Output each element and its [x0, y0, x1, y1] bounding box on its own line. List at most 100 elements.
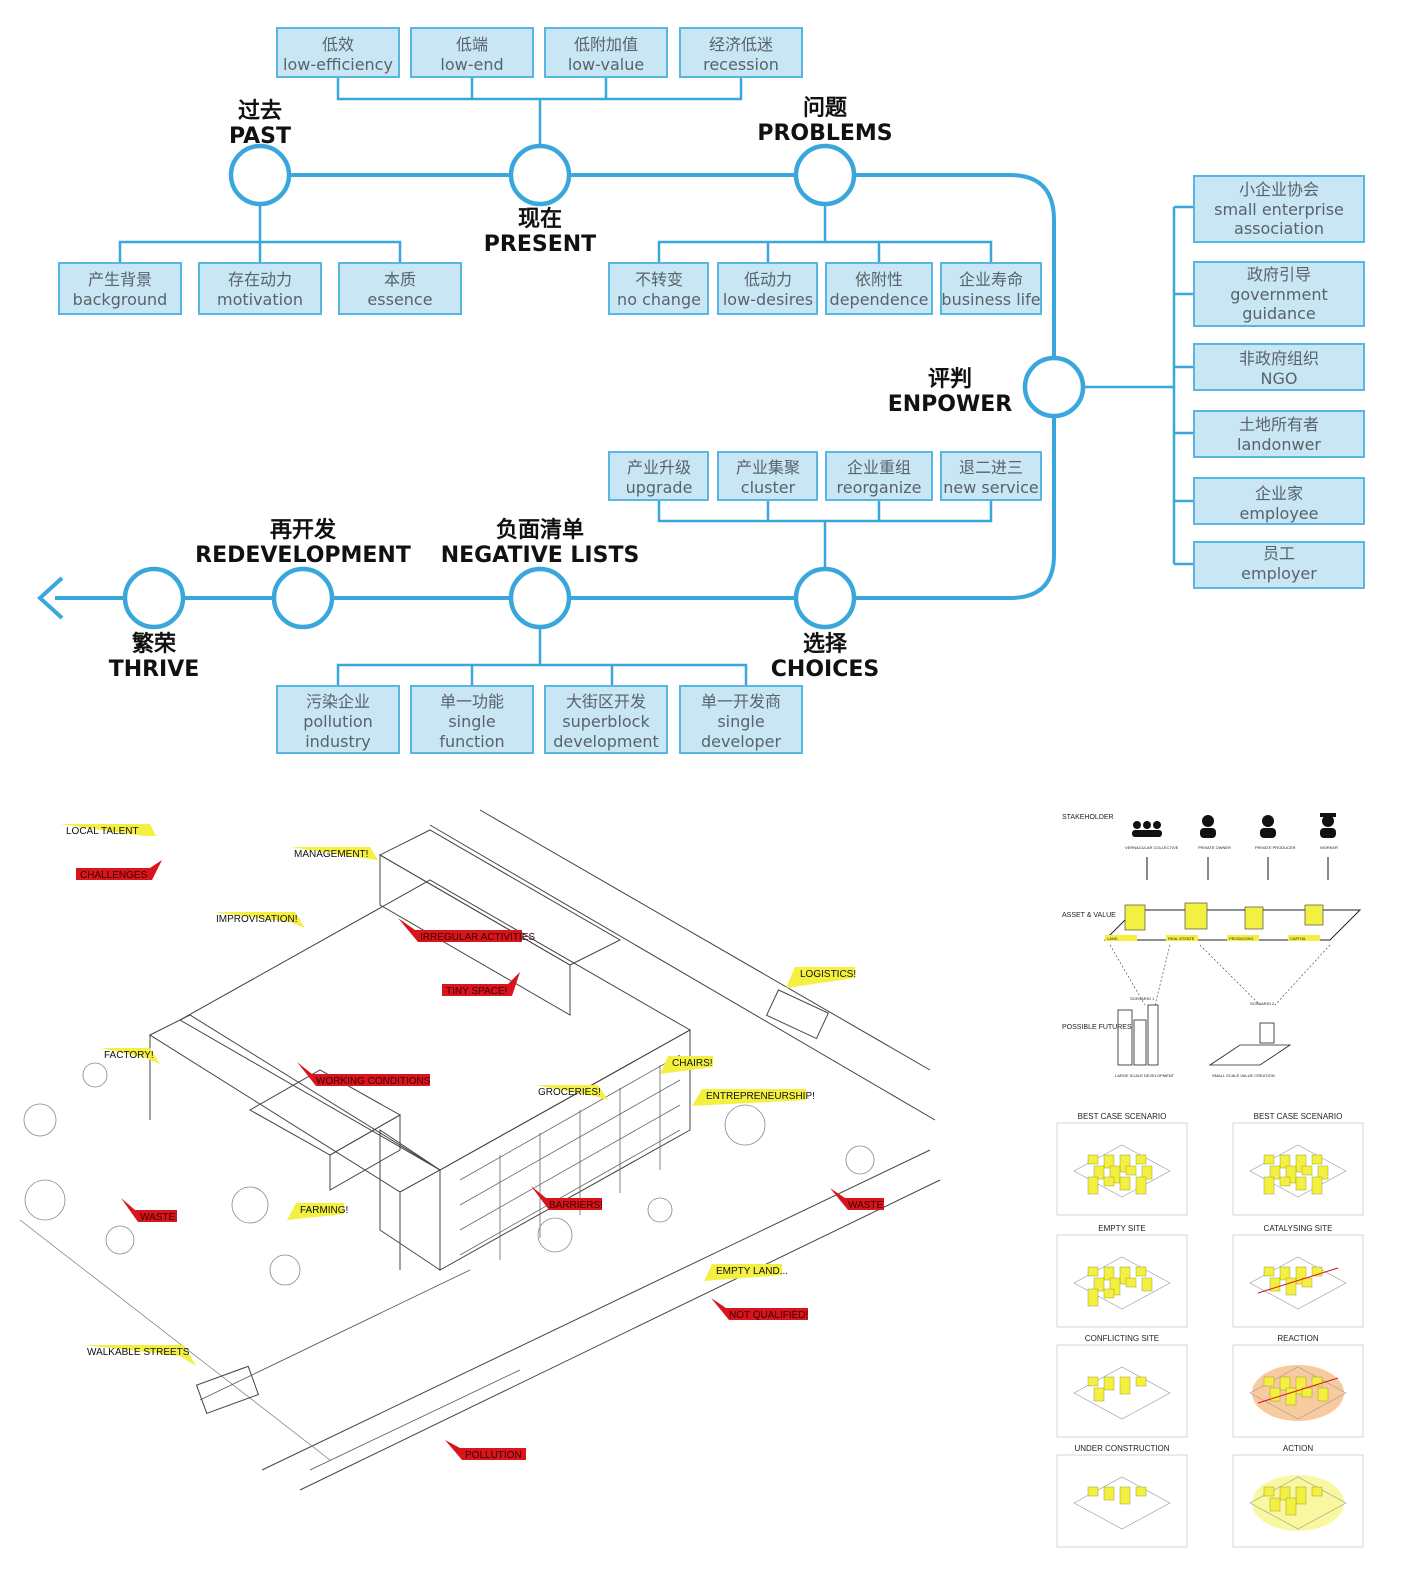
- svg-text:low-desires: low-desires: [723, 290, 813, 309]
- actor-label: VERNACULAR COLLECTIVE: [1125, 845, 1179, 850]
- svg-text:经济低迷: 经济低迷: [709, 35, 773, 54]
- svg-text:WORKING CONDITIONS: WORKING CONDITIONS: [316, 1076, 431, 1087]
- svg-text:非政府组织: 非政府组织: [1239, 349, 1319, 368]
- svg-text:产业集聚: 产业集聚: [736, 458, 800, 477]
- svg-text:WALKABLE STREETS: WALKABLE STREETS: [87, 1347, 190, 1358]
- svg-text:small enterprise: small enterprise: [1214, 200, 1344, 219]
- svg-text:大街区开发: 大街区开发: [566, 692, 646, 711]
- yellow-tag: FACTORY!: [101, 1048, 160, 1064]
- people-icon: [1132, 821, 1162, 837]
- svg-text:ENTREPRENEURSHIP!: ENTREPRENEURSHIP!: [706, 1091, 815, 1102]
- asset-label: CAPITAL: [1290, 936, 1307, 941]
- svg-text:本质: 本质: [384, 270, 416, 289]
- svg-text:government: government: [1230, 285, 1328, 304]
- svg-text:WASTE: WASTE: [140, 1212, 176, 1223]
- yellow-tag: LOGISTICS!: [786, 967, 856, 988]
- node-present: [508, 143, 572, 207]
- svg-text:CHALLENGES: CHALLENGES: [80, 870, 148, 881]
- scenario-thumbnail: ACTION: [1232, 1444, 1364, 1548]
- red-tag: WASTE: [830, 1188, 884, 1211]
- scenario-title: EMPTY SITE: [1098, 1224, 1145, 1233]
- scenario-thumbnail: CONFLICTING SITE: [1056, 1334, 1188, 1438]
- node-thrive: [122, 566, 186, 630]
- svg-text:WASTE: WASTE: [848, 1200, 884, 1211]
- svg-text:企业重组: 企业重组: [847, 458, 911, 477]
- node-problems: [793, 143, 857, 207]
- red-tag: WASTE: [121, 1198, 177, 1223]
- node-past: [228, 143, 292, 207]
- svg-text:function: function: [439, 732, 504, 751]
- svg-text:退二进三: 退二进三: [959, 458, 1023, 477]
- label-negative-en: NEGATIVE LISTS: [441, 543, 640, 568]
- future-label: SMALL SCALE VALUE CREATION: [1212, 1073, 1275, 1078]
- svg-text:low-efficiency: low-efficiency: [283, 55, 393, 74]
- axonometric-sketch: LOCAL TALENT MANAGEMENT! IMPROVISATION! …: [19, 809, 941, 1491]
- scenario-thumbnail: REACTION: [1232, 1334, 1364, 1438]
- label-present-en: PRESENT: [484, 232, 596, 257]
- svg-text:污染企业: 污染企业: [306, 692, 370, 711]
- svg-text:reorganize: reorganize: [837, 478, 922, 497]
- scenario-label: SCENARIO 2: [1250, 1001, 1275, 1006]
- svg-text:association: association: [1234, 219, 1324, 238]
- asset-label: REAL ESTATE: [1168, 936, 1195, 941]
- svg-text:development: development: [553, 732, 659, 751]
- node-negative: [508, 566, 572, 630]
- scenario-title: ACTION: [1283, 1444, 1313, 1453]
- svg-text:LOGISTICS!: LOGISTICS!: [800, 969, 856, 980]
- asset-row-label: ASSET & VALUE: [1062, 912, 1116, 919]
- actor-label: WORKER: [1320, 845, 1338, 850]
- svg-text:低动力: 低动力: [744, 270, 792, 289]
- label-enpower-zh: 评判: [928, 367, 972, 392]
- svg-text:单一开发商: 单一开发商: [701, 692, 781, 711]
- scenario-title: CONFLICTING SITE: [1085, 1334, 1159, 1343]
- svg-text:不转变: 不转变: [635, 270, 683, 289]
- label-negative-zh: 负面清单: [496, 517, 584, 543]
- svg-text:GROCERIES!: GROCERIES!: [538, 1087, 601, 1098]
- futures-row-label: POSSIBLE FUTURES: [1062, 1024, 1132, 1031]
- svg-text:政府引导: 政府引导: [1247, 265, 1311, 284]
- label-thrive-en: THRIVE: [109, 657, 200, 682]
- svg-text:background: background: [73, 290, 168, 309]
- label-problems-zh: 问题: [803, 96, 848, 121]
- svg-text:POLLUTION: POLLUTION: [465, 1450, 522, 1461]
- scenario-thumbnail: BEST CASE SCENARIO: [1056, 1112, 1188, 1216]
- svg-text:developer: developer: [701, 732, 782, 751]
- svg-text:产业升级: 产业升级: [627, 458, 691, 477]
- red-tag: IRREGULAR ACTIVITIES: [398, 918, 535, 943]
- svg-text:business life: business life: [941, 290, 1040, 309]
- svg-text:dependence: dependence: [830, 290, 929, 309]
- svg-text:IMPROVISATION!: IMPROVISATION!: [216, 914, 298, 925]
- svg-text:CHAIRS!: CHAIRS!: [672, 1058, 713, 1069]
- yellow-tag: ENTREPRENEURSHIP!: [692, 1089, 815, 1106]
- svg-text:LOCAL TALENT: LOCAL TALENT: [66, 826, 139, 837]
- red-tag: WORKING CONDITIONS: [297, 1062, 431, 1087]
- label-problems-en: PROBLEMS: [757, 121, 892, 146]
- svg-text:single: single: [717, 712, 764, 731]
- scenario-title: BEST CASE SCENARIO: [1078, 1112, 1167, 1121]
- label-redevelopment-en: REDEVELOPMENT: [195, 543, 411, 568]
- flow-diagram: 过去 PAST 现在 PRESENT 问题 PROBLEMS 评判 ENPOWE…: [37, 27, 1365, 754]
- svg-text:低附加值: 低附加值: [574, 35, 638, 54]
- stakeholder-diagram: STAKEHOLDER ASSET & VALUE POSSIBLE FUTUR…: [1062, 813, 1362, 1078]
- yellow-tag: GROCERIES!: [535, 1085, 608, 1100]
- svg-text:upgrade: upgrade: [626, 478, 693, 497]
- yellow-tag: FARMING!: [287, 1203, 348, 1220]
- svg-text:new service: new service: [943, 478, 1038, 497]
- yellow-tag: WALKABLE STREETS: [84, 1345, 196, 1366]
- label-thrive-zh: 繁荣: [132, 631, 176, 657]
